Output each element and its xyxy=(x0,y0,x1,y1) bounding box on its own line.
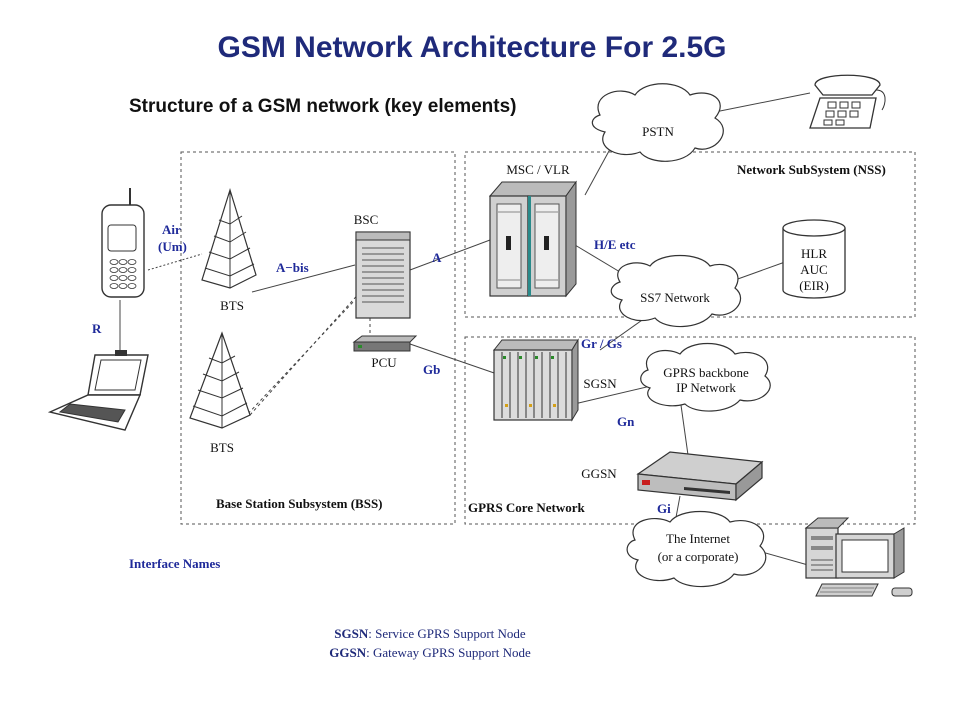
gprs-region-label: GPRS Core Network xyxy=(468,500,586,515)
bts-bottom-label: BTS xyxy=(210,440,234,455)
bsc-server-icon xyxy=(355,231,411,319)
auc-label: AUC xyxy=(800,262,827,277)
msc-vlr-label: MSC / VLR xyxy=(506,162,570,177)
desktop-computer-icon xyxy=(804,517,913,597)
link-bts-bsc xyxy=(251,264,356,293)
interface-gn: Gn xyxy=(617,414,635,429)
bts-top-label: BTS xyxy=(220,298,244,313)
link-pstn-phone xyxy=(714,92,811,113)
legend-sgsn-term: SGSN xyxy=(334,626,369,641)
interface-um: (Um) xyxy=(158,239,187,254)
internet-label-2: (or a corporate) xyxy=(658,549,739,564)
link-phone-bts xyxy=(147,253,203,271)
interface-gi: Gi xyxy=(657,501,671,516)
interface-gb: Gb xyxy=(423,362,440,377)
telephone-icon xyxy=(809,74,886,129)
nss-region-label: Network SubSystem (NSS) xyxy=(737,162,886,177)
interface-he: H/E etc xyxy=(594,237,636,252)
legend-ggsn-term: GGSN xyxy=(329,645,366,660)
legend-sgsn: SGSN: Service GPRS Support Node xyxy=(334,626,526,641)
hlr-label: HLR xyxy=(801,246,827,261)
bss-region-label: Base Station Subsystem (BSS) xyxy=(216,496,383,511)
pcu-router-icon xyxy=(352,335,418,352)
interface-gr-gs: Gr / Gs xyxy=(581,336,622,351)
link-ss7-hlr xyxy=(734,261,786,281)
gprs-backbone-cloud: GPRS backbone IP Network xyxy=(640,343,771,412)
hlr-database-icon: HLR AUC (EIR) xyxy=(782,219,846,299)
pstn-cloud: PSTN xyxy=(591,83,724,162)
ss7-cloud: SS7 Network xyxy=(610,255,742,328)
bss-region xyxy=(180,151,456,525)
ss7-label: SS7 Network xyxy=(640,290,710,305)
link-bsc-msc xyxy=(409,239,491,271)
laptop-icon xyxy=(47,350,149,431)
link-bts2-bsc-b xyxy=(243,299,356,419)
interface-names-heading: Interface Names xyxy=(129,556,220,571)
pstn-label: PSTN xyxy=(642,124,674,139)
link-ss7-sgsn xyxy=(599,317,646,351)
legend-ggsn: GGSN: Gateway GPRS Support Node xyxy=(329,645,531,660)
diagram-subtitle: Structure of a GSM network (key elements… xyxy=(129,96,517,117)
bts-bottom-antenna-icon xyxy=(189,331,251,429)
page-title: GSM Network Architecture For 2.5G xyxy=(217,31,726,64)
bts-top-antenna-icon xyxy=(201,187,257,289)
sgsn-label: SGSN xyxy=(583,376,617,391)
internet-label-1: The Internet xyxy=(666,531,730,546)
interface-abis: A−bis xyxy=(276,260,309,275)
ggsn-label: GGSN xyxy=(581,466,617,481)
msc-vlr-server-icon xyxy=(488,180,577,298)
internet-cloud: The Internet (or a corporate) xyxy=(626,511,767,588)
gprs-region xyxy=(464,336,916,525)
legend-sgsn-desc: : Service GPRS Support Node xyxy=(368,626,526,641)
sgsn-rack-icon xyxy=(492,338,579,422)
bsc-label: BSC xyxy=(354,212,379,227)
eir-label: (EIR) xyxy=(799,278,829,293)
mobile-phone-icon xyxy=(101,188,145,298)
link-sgsn-backbone xyxy=(569,384,656,406)
link-backbone-ggsn xyxy=(679,397,689,456)
gprs-backbone-label-1: GPRS backbone xyxy=(663,365,749,380)
interface-r: R xyxy=(92,321,102,336)
link-bts2-bsc xyxy=(249,289,363,416)
ggsn-router-icon xyxy=(636,451,764,502)
legend-ggsn-desc: : Gateway GPRS Support Node xyxy=(366,645,531,660)
link-pcu-sgsn xyxy=(409,343,501,376)
gprs-backbone-label-2: IP Network xyxy=(676,380,736,395)
interface-a: A xyxy=(432,250,442,265)
interface-air: Air xyxy=(162,222,181,237)
pcu-label: PCU xyxy=(371,355,397,370)
